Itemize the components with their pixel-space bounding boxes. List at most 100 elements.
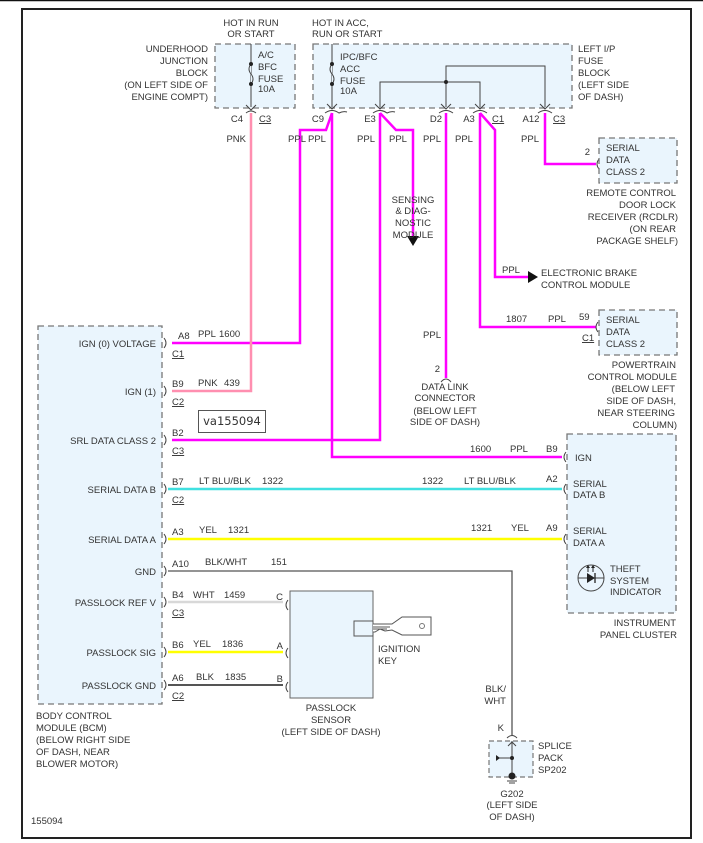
- wire-color-label: YEL: [511, 523, 529, 534]
- circuit-number: 1321: [228, 525, 249, 536]
- fuse-label: IPC/BFC: [340, 52, 378, 63]
- pin-label: C: [276, 592, 283, 603]
- module-label: MODULE (BCM): [36, 723, 107, 734]
- wire-color-label: LT BLU/BLK: [199, 476, 252, 487]
- wire-color-label: PPL: [521, 134, 539, 145]
- connector-label: C2: [172, 495, 184, 506]
- pin-label: B2: [172, 428, 184, 439]
- ground-label: (LEFT SIDE: [486, 800, 537, 811]
- module-label: SIDE OF DASH): [410, 417, 480, 428]
- hot-label: HOT IN ACC,: [312, 18, 369, 29]
- wire-e3-to-sdm: [379, 112, 415, 238]
- wire-a3-to-ebcm: [479, 112, 528, 279]
- splice-label: SP202: [538, 765, 567, 776]
- bcm-pin-name: PASSLOCK SIG: [86, 648, 156, 659]
- wire-color-label: PPL: [357, 134, 375, 145]
- pin-label: B: [277, 674, 283, 685]
- terminal-icon: [245, 104, 257, 111]
- module-label: OF DASH, NEAR: [36, 747, 110, 758]
- connector-icon: [163, 679, 167, 691]
- pin-label: B4: [172, 590, 184, 601]
- ipc-pin-label: IGN: [575, 453, 592, 464]
- connector-icon: [163, 483, 167, 495]
- fuse-label: FUSE: [258, 74, 283, 85]
- pin-label: C9: [312, 114, 324, 125]
- indicator-label: SYSTEM: [610, 576, 649, 587]
- connector-label: C3: [172, 608, 184, 619]
- wire-a12-to-rcdlr: [543, 113, 596, 166]
- splice-pack: BLK/ WHT K SPLICE PACK SP202 G202 (LEFT …: [484, 684, 571, 823]
- connector-icon: [163, 434, 167, 446]
- wire-ground-blk-wht: [168, 570, 513, 735]
- module-label: POWERTRAIN: [612, 360, 676, 371]
- bcm-pin-name: IGN (0) VOLTAGE: [79, 339, 156, 350]
- connector-icon: [440, 378, 452, 383]
- bcm-pin-name: PASSLOCK REF V: [75, 598, 157, 609]
- block-label: FUSE: [578, 56, 603, 67]
- module-label: CONTROL MODULE: [541, 280, 630, 291]
- connector-icon: [163, 337, 167, 349]
- ignition-key-icon: [353, 616, 432, 637]
- connector-label: C2: [172, 691, 184, 702]
- pin-label: A2: [546, 474, 558, 485]
- pin-label: B9: [546, 444, 558, 455]
- block-label: UNDERHOOD: [146, 44, 208, 55]
- block-label: LEFT I/P: [578, 44, 615, 55]
- module-box: [566, 433, 677, 614]
- module-label: PACKAGE SHELF): [596, 236, 678, 247]
- module-label: CONNECTOR: [414, 393, 475, 404]
- circuit-number: 1459: [224, 590, 245, 601]
- wire-color-label: PPL: [502, 265, 520, 276]
- module-label: SENSOR: [311, 715, 351, 726]
- wire-c9-to-ipc-b9: [330, 113, 562, 459]
- wire-color-label: PPL: [423, 134, 441, 145]
- indicator-label: INDICATOR: [610, 587, 662, 598]
- fuse-icon: [329, 63, 335, 85]
- fuse-label: FUSE: [340, 76, 365, 87]
- connector-icon: [163, 596, 167, 608]
- module-label: INSTRUMENT: [614, 618, 676, 629]
- diagram-id: 155094: [31, 816, 63, 827]
- pin-label: E3: [364, 114, 376, 125]
- wire-color-label: WHT: [484, 696, 506, 707]
- pin-label: A: [277, 641, 284, 652]
- connector-label: C1: [492, 114, 504, 125]
- wire-color-label: YEL: [199, 525, 217, 536]
- sensing-diagnostic-module: SENSING SENSING & DIAG- NOSTIC MODULE: [392, 195, 434, 246]
- module-label: SIDE OF DASH,: [606, 396, 676, 407]
- connector-label: C2: [172, 397, 184, 408]
- wire-color-label: PPL: [198, 329, 216, 340]
- module-box: [598, 309, 678, 356]
- wire-a3-to-pcm: [478, 113, 596, 329]
- block-label: (ON LEFT SIDE OF: [124, 80, 208, 91]
- module-label: COLUMN): [633, 420, 677, 431]
- block-label: ENGINE COMPT): [131, 92, 208, 103]
- wire-color-label: BLK/: [485, 684, 506, 695]
- pin-label: B6: [172, 640, 184, 651]
- bcm-pin-name: IGN (1): [125, 387, 156, 398]
- wire-c9-to-bcm-a8: [172, 112, 334, 345]
- left-ip-fuse-block: HOT IN ACC, RUN OR START LEFT I/P FUSE B…: [312, 18, 629, 125]
- module-label: REMOTE CONTROL: [586, 188, 676, 199]
- pin-label: K: [498, 723, 505, 734]
- pin-label: B9: [172, 379, 184, 390]
- module-label: ELECTRONIC BRAKE: [541, 268, 637, 279]
- fuse-label: A/C: [258, 50, 274, 61]
- fuse-label: ACC: [340, 64, 360, 75]
- electronic-brake-control-module: PPL ELECTRONIC BRAKE CONTROL MODULE: [502, 265, 637, 291]
- wire-color-label: BLK: [196, 672, 215, 683]
- bcm-pin-name: GND: [135, 567, 156, 578]
- bcm-pin-name: SRL DATA CLASS 2: [70, 436, 156, 447]
- connector-icon: [506, 735, 518, 739]
- pin-label: A10: [172, 559, 189, 570]
- fuse-label: BFC: [258, 62, 277, 73]
- block-label: BLOCK: [578, 68, 611, 79]
- module-label: NEAR STEERING: [597, 408, 675, 419]
- module-label: (ON REAR: [630, 224, 677, 235]
- circuit-number: 1836: [222, 639, 243, 650]
- module-label: BLOWER MOTOR): [36, 759, 118, 770]
- connector-icon: [163, 646, 167, 658]
- module-inner-label: CLASS 2: [606, 167, 645, 178]
- fuse-block-box: [214, 43, 296, 109]
